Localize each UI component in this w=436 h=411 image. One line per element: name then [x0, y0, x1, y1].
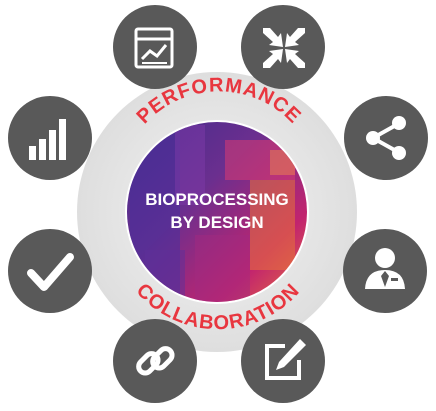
- chart-report-node[interactable]: [113, 5, 197, 89]
- center-title-line1: BIOPROCESSING: [145, 190, 289, 209]
- link-icon: [136, 346, 175, 376]
- checkmark-icon: [27, 253, 74, 291]
- bar-chart-icon: [29, 119, 66, 160]
- compress-arrows-icon: [263, 28, 305, 68]
- user-node[interactable]: [343, 229, 427, 313]
- edit-node[interactable]: [241, 319, 325, 403]
- chart-report-icon: [134, 27, 174, 69]
- share-node[interactable]: [344, 96, 428, 180]
- link-node[interactable]: [113, 319, 197, 403]
- user-manager-icon: [365, 248, 405, 289]
- center-disc: BIOPROCESSING BY DESIGN: [125, 120, 309, 304]
- share-icon: [366, 116, 406, 160]
- center-title-line2: BY DESIGN: [170, 213, 263, 232]
- bar-chart-node[interactable]: [8, 96, 92, 180]
- edit-icon: [265, 339, 306, 380]
- checkmark-node[interactable]: [8, 229, 92, 313]
- compress-node[interactable]: [241, 5, 325, 89]
